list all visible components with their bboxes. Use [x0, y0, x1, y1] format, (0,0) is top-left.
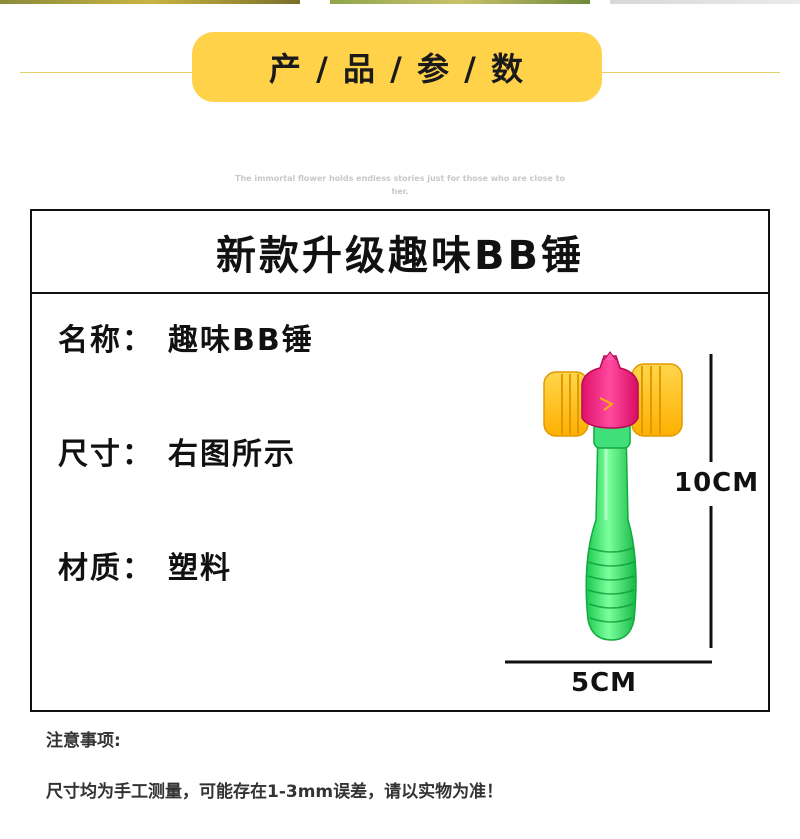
spec-row-material: 材质： 塑料: [58, 543, 232, 587]
spec-value: 趣味BB锤: [168, 323, 314, 358]
notes-title: 注意事项:: [46, 731, 121, 751]
spec-label: 材质：: [58, 551, 154, 586]
spec-label: 名称：: [58, 323, 154, 358]
spec-row-size: 尺寸： 右图所示: [58, 429, 296, 473]
header-subtitle: The immortal flower holds endless storie…: [235, 174, 565, 196]
spec-label: 尺寸：: [58, 437, 154, 472]
section-header: 产 / 品 / 参 / 数: [192, 32, 602, 102]
spec-row-name: 名称： 趣味BB锤: [58, 315, 314, 359]
notes-body: 尺寸均为手工测量，可能存在1-3mm误差，请以实物为准！: [46, 782, 504, 802]
section-header-title: 产 / 品 / 参 / 数: [269, 50, 525, 88]
spec-value: 右图所示: [168, 437, 296, 472]
spec-value: 塑料: [168, 551, 232, 586]
top-decor-strip-left: [0, 0, 300, 4]
top-decor-strip-right: [610, 0, 800, 4]
product-title: 新款升级趣味BB锤: [32, 211, 768, 294]
product-spec-box: 新款升级趣味BB锤 名称： 趣味BB锤 尺寸： 右图所示 材质： 塑料: [30, 209, 770, 712]
width-dimension-label: 5CM: [571, 668, 638, 698]
height-dimension-label: 10CM: [674, 468, 760, 498]
top-decor-strip-mid: [330, 0, 590, 4]
